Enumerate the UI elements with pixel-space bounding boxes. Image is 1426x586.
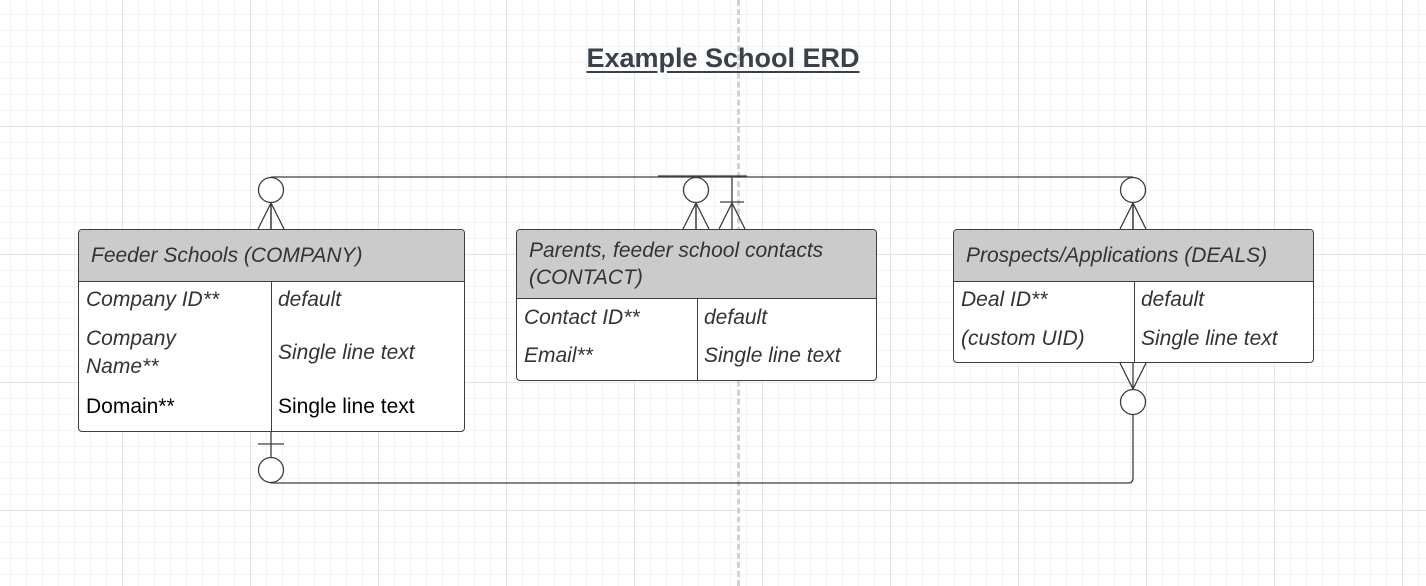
- field-name: Company Name**: [86, 327, 176, 378]
- field-name: Company ID**: [86, 287, 220, 311]
- table-row: (custom UID) Single line text: [954, 317, 1313, 361]
- field-name: Deal ID**: [961, 287, 1048, 311]
- contact-crowsfoot-right: [718, 201, 746, 230]
- entity-body: Contact ID** default Email** Single line…: [517, 299, 876, 380]
- table-row: Domain** Single line text: [79, 389, 464, 425]
- field-type: Single line text: [704, 344, 841, 367]
- field-type: Single line text: [278, 341, 415, 364]
- field-name: Contact ID**: [524, 305, 640, 329]
- field-name: Domain**: [86, 395, 175, 418]
- deals-top-circle: [1119, 176, 1147, 204]
- entity-header: Parents, feeder school contacts (CONTACT…: [517, 230, 876, 299]
- company-optional-circle: [257, 176, 285, 204]
- field-type: default: [704, 305, 768, 329]
- connector-bottom: [270, 362, 1134, 484]
- entity-header: Prospects/Applications (DEALS): [954, 230, 1313, 282]
- column-divider: [697, 299, 698, 380]
- table-row: Deal ID** default: [954, 282, 1313, 317]
- entity-prospects-deals[interactable]: Prospects/Applications (DEALS) Deal ID**…: [953, 229, 1314, 363]
- column-divider: [1134, 282, 1135, 362]
- diagram-title: Example School ERD: [586, 43, 860, 73]
- field-type: default: [1141, 287, 1205, 311]
- company-bottom-circle: [257, 456, 285, 484]
- deals-bottom-circle: [1119, 388, 1147, 416]
- field-type: default: [278, 287, 342, 311]
- table-row: Company Name** Single line text: [79, 317, 464, 389]
- table-row: Contact ID** default: [517, 299, 876, 336]
- entity-parents-contacts[interactable]: Parents, feeder school contacts (CONTACT…: [516, 229, 877, 381]
- field-type: Single line text: [1141, 327, 1278, 350]
- field-name: Email**: [524, 344, 593, 367]
- contact-crowsfoot-left: [682, 201, 710, 230]
- contact-optional-circle: [682, 176, 710, 204]
- field-type: Single line text: [278, 395, 415, 418]
- table-row: Company ID** default: [79, 282, 464, 317]
- entity-body: Deal ID** default (custom UID) Single li…: [954, 282, 1313, 362]
- entity-body: Company ID** default Company Name** Sing…: [79, 282, 464, 431]
- column-divider: [271, 282, 272, 431]
- deals-top-crowsfoot: [1119, 201, 1147, 230]
- entity-feeder-schools[interactable]: Feeder Schools (COMPANY) Company ID** de…: [78, 229, 465, 432]
- entity-header: Feeder Schools (COMPANY): [79, 230, 464, 282]
- company-crowsfoot: [257, 201, 285, 230]
- field-name: (custom UID): [961, 327, 1085, 350]
- table-row: Email** Single line text: [517, 336, 876, 376]
